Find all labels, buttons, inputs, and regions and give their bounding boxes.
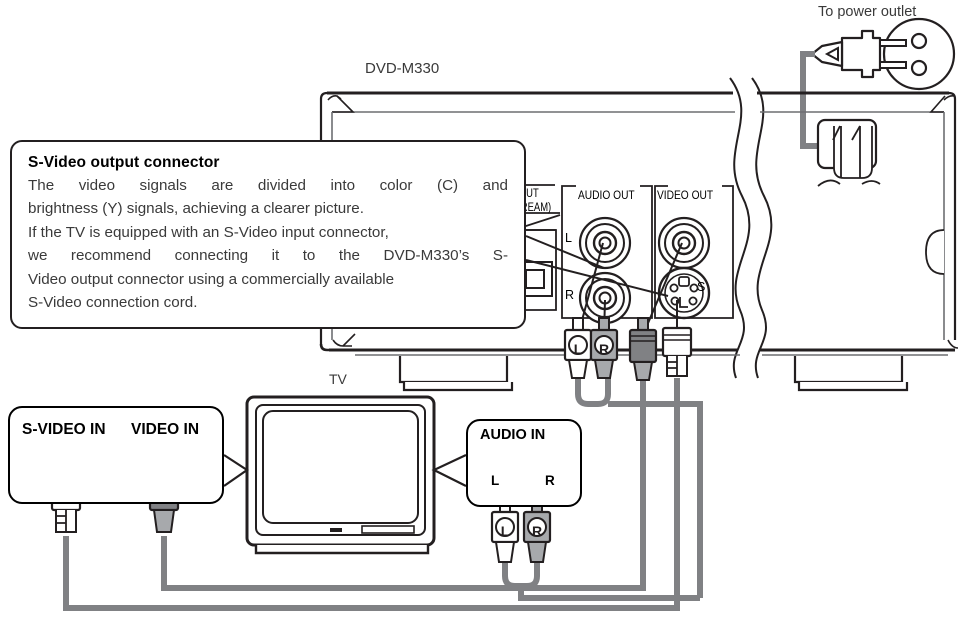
video-out-label: VIDEO OUT [657,188,714,202]
tv-label: TV [329,371,347,387]
power-outlet-label: To power outlet [818,4,917,20]
dvd-player-chassis [319,91,719,392]
svideo-in-label: S-VIDEO IN [22,421,106,438]
audio-out-left-label: L [565,231,572,245]
svideo-output-callout: S-Video output connector The video signa… [10,140,526,329]
break-lines [729,77,773,379]
plug-dvd-svideo [661,310,693,377]
plug-dvd-audio-right [589,317,619,379]
tv-input-callout [8,406,224,504]
callout-line-6: S-Video connection cord. [28,294,198,312]
audio-in-left-label: L [491,473,500,488]
dvd-player-label: DVD-M330 [365,60,440,77]
tv-graphic [245,395,436,555]
svideo-out-label: S [697,280,706,294]
plug-label-tv-l: L [501,523,510,539]
callout-line-3: If the TV is equipped with an S-Video in… [28,223,389,241]
plug-label-dvd-l: L [574,341,583,357]
svideo-out-connector [657,266,711,320]
plug-label-tv-r: R [532,523,542,539]
callout-line-5: Video output connector using a commercia… [28,270,395,288]
callout-title: S-Video output connector [28,154,220,171]
plug-tv-audio-right [522,501,552,563]
audio-input-callout [466,419,582,507]
plug-dvd-audio-left [563,317,593,379]
callout-line-1: The video signals are divided into color… [28,177,508,194]
audio-in-right-label: R [545,473,555,488]
callout-line-4: we recommend connecting it to the DVD-M3… [28,247,508,265]
tv-audio-callout-pointer [431,454,467,487]
plug-label-dvd-r: R [599,341,609,357]
plug-tv-audio-left [490,501,520,563]
callout-line-2: brightness (Y) signals, achieving a clea… [28,200,364,218]
cable-routing [63,378,700,611]
callout-body: The video signals are divided into color… [28,174,508,314]
dvd-player-right-section [772,91,959,392]
video-in-label: VIDEO IN [131,421,200,438]
audio-in-label: AUDIO IN [480,427,546,443]
power-cord-cable [800,51,815,149]
power-outlet-graphic [810,17,956,91]
audio-out-right-label: R [565,288,575,302]
plug-dvd-video [628,317,658,381]
tv-input-callout-pointer [223,454,249,487]
audio-out-label: AUDIO OUT [578,188,635,202]
